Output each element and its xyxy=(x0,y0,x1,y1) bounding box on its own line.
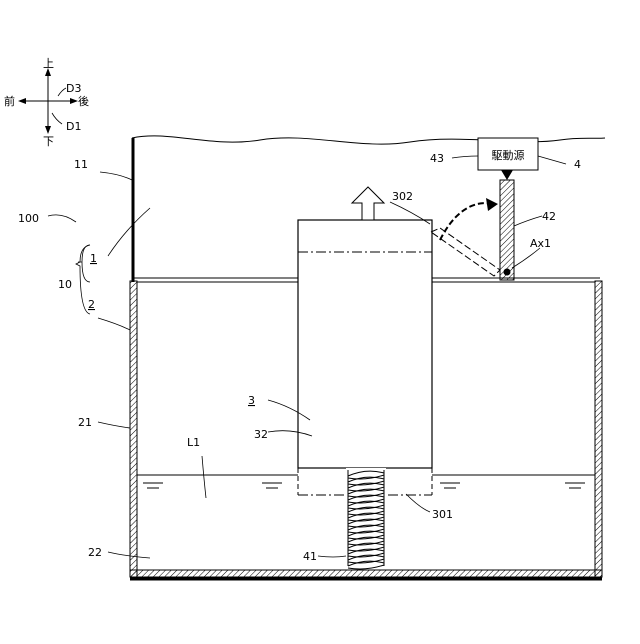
label-10: 10 xyxy=(58,278,72,291)
label-1: 1 xyxy=(90,252,97,265)
label-32: 32 xyxy=(254,428,268,441)
pivot-ax1 xyxy=(504,269,511,276)
tank-right-wall xyxy=(595,281,602,577)
d1-leader xyxy=(52,113,62,124)
tank-bottom-wall xyxy=(130,570,602,577)
direction-indicator: 上 下 前 後 D3 D1 xyxy=(4,57,89,148)
drive-coupling xyxy=(501,170,513,180)
down-arrowhead xyxy=(45,126,51,134)
back-arrowhead xyxy=(70,98,78,104)
drive-source-label: 駆動源 xyxy=(492,148,525,162)
float-body xyxy=(298,220,432,468)
label-42: 42 xyxy=(542,210,556,223)
front-arrowhead xyxy=(18,98,26,104)
label-11: 11 xyxy=(74,158,88,171)
label-3: 3 xyxy=(248,394,255,407)
label-22: 22 xyxy=(88,546,102,559)
d3-leader xyxy=(58,88,66,96)
down-label: 下 xyxy=(43,135,54,148)
up-label: 上 xyxy=(43,57,54,70)
lever xyxy=(500,180,514,280)
lever-lowered-position xyxy=(431,228,500,276)
d1-label: D1 xyxy=(66,120,81,133)
front-label: 前 xyxy=(4,94,15,108)
up-arrow xyxy=(352,187,384,220)
label-21: 21 xyxy=(78,416,92,429)
back-label: 後 xyxy=(78,94,89,108)
label-43: 43 xyxy=(430,152,444,165)
label-100: 100 xyxy=(18,212,39,225)
label-4: 4 xyxy=(574,158,581,171)
label-41: 41 xyxy=(303,550,317,563)
lever-dashed-outline xyxy=(431,228,500,276)
rotation-arrow xyxy=(440,203,492,240)
label-301: 301 xyxy=(432,508,453,521)
label-l1: L1 xyxy=(187,436,200,449)
spring xyxy=(346,468,386,569)
d3-label: D3 xyxy=(66,82,81,95)
rotation-arrowhead xyxy=(486,198,498,211)
tank-left-wall xyxy=(130,281,137,577)
label-ax1: Ax1 xyxy=(530,237,551,250)
label-302: 302 xyxy=(392,190,413,203)
label-2: 2 xyxy=(88,298,95,311)
